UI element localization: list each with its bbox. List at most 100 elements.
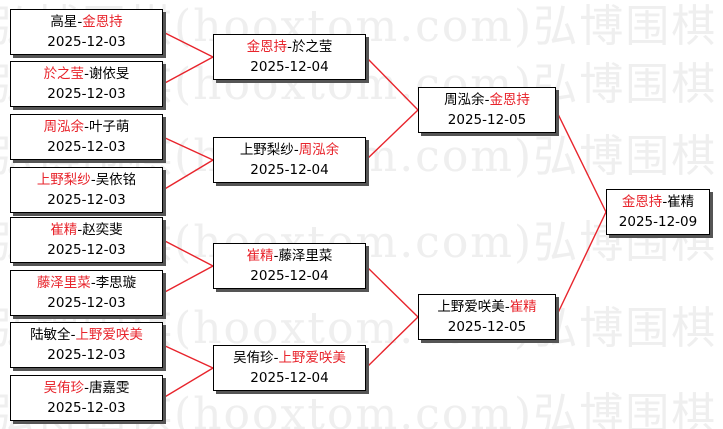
- player-name-winner: 上野爱咲美: [75, 327, 143, 343]
- match-box-round2-3: 崔精-藤泽里菜 2025-12-04: [213, 243, 366, 289]
- match-players: 金恩持-於之莹: [214, 37, 365, 57]
- player-name: 於之莹: [291, 39, 333, 55]
- match-date: 2025-12-03: [47, 192, 126, 208]
- player-name-winner: 周泓余: [298, 142, 340, 158]
- match-players: 金恩持-崔精: [607, 192, 709, 212]
- separator: -: [484, 92, 490, 108]
- match-players: 吴侑珍-上野爱咲美: [214, 348, 365, 368]
- match-date: 2025-12-03: [47, 347, 126, 363]
- player-name-winner: 上野爱咲美: [278, 350, 346, 366]
- player-name-winner: 上野梨纱: [36, 172, 91, 188]
- player-name-winner: 金恩持: [621, 194, 663, 210]
- match-box-round2-2: 上野梨纱-周泓余 2025-12-04: [213, 137, 366, 183]
- match-date: 2025-12-03: [47, 400, 126, 416]
- separator: -: [293, 142, 299, 158]
- player-name: 藤泽里菜: [278, 248, 333, 264]
- bracket-line: [162, 344, 214, 369]
- player-name-winner: 崔精: [50, 222, 78, 238]
- bracket-line: [365, 109, 419, 161]
- bracket-line: [162, 136, 214, 161]
- bracket-line: [162, 239, 214, 267]
- match-box-semifinal-2: 上野爱咲美-崔精 2025-12-05: [418, 294, 556, 340]
- match-date: 2025-12-03: [47, 34, 126, 50]
- match-box-round2-1: 金恩持-於之莹 2025-12-04: [213, 34, 366, 80]
- bracket-line: [365, 56, 419, 111]
- separator: -: [70, 327, 76, 343]
- match-box-final: 金恩持-崔精 2025-12-09: [606, 189, 710, 235]
- match-players: 藤泽里菜-李思璇: [11, 273, 162, 293]
- player-name-winner: 於之莹: [43, 66, 85, 82]
- separator: -: [662, 194, 668, 210]
- match-date: 2025-12-03: [47, 242, 126, 258]
- separator: -: [84, 380, 89, 396]
- player-name: 陆敏全: [30, 327, 71, 343]
- match-date: 2025-12-04: [250, 370, 329, 386]
- separator: -: [84, 66, 89, 82]
- bracket-line: [162, 265, 214, 294]
- match-date: 2025-12-09: [618, 214, 698, 230]
- player-name: 李思璇: [95, 275, 137, 291]
- separator: -: [273, 350, 279, 366]
- match-players: 崔精-藤泽里菜: [214, 246, 365, 266]
- separator: -: [77, 14, 83, 30]
- match-box-semifinal-1: 周泓余-金恩持 2025-12-05: [418, 87, 556, 133]
- separator: -: [504, 299, 510, 315]
- bracket-line: [365, 265, 419, 318]
- player-name: 吴侑珍: [233, 350, 274, 366]
- player-name: 崔精: [667, 194, 695, 210]
- match-players: 陆敏全-上野爱咲美: [11, 325, 162, 345]
- player-name: 唐嘉雯: [88, 380, 130, 396]
- match-date: 2025-12-05: [447, 112, 527, 128]
- bracket-line: [555, 211, 607, 318]
- match-box-round1-4: 上野梨纱-吴依铭 2025-12-03: [10, 167, 163, 213]
- match-date: 2025-12-03: [47, 86, 126, 102]
- bracket-line: [162, 56, 214, 85]
- player-name: 上野梨纱: [239, 142, 294, 158]
- player-name: 叶子萌: [88, 119, 130, 135]
- match-players: 高星-金恩持: [11, 12, 162, 32]
- separator: -: [287, 39, 292, 55]
- player-name-winner: 金恩持: [246, 39, 288, 55]
- match-box-round2-4: 吴侑珍-上野爱咲美 2025-12-04: [213, 345, 366, 391]
- player-name: 赵奕斐: [82, 222, 123, 238]
- separator: -: [90, 275, 96, 291]
- bracket-line: [162, 159, 214, 191]
- match-box-round1-3: 周泓余-叶子萌 2025-12-03: [10, 114, 163, 160]
- bracket-line: [162, 31, 214, 58]
- player-name: 高星: [50, 14, 78, 30]
- match-date: 2025-12-04: [250, 59, 329, 75]
- separator: -: [77, 222, 83, 238]
- match-players: 周泓余-金恩持: [419, 90, 555, 110]
- separator: -: [90, 172, 96, 188]
- match-players: 崔精-赵奕斐: [11, 220, 162, 240]
- player-name-winner: 崔精: [246, 248, 274, 264]
- separator: -: [273, 248, 279, 264]
- match-box-round1-5: 崔精-赵奕斐 2025-12-03: [10, 217, 163, 263]
- player-name: 吴依铭: [95, 172, 137, 188]
- match-players: 上野梨纱-吴依铭: [11, 170, 162, 190]
- match-players: 吴侑珍-唐嘉雯: [11, 378, 162, 398]
- match-box-round1-1: 高星-金恩持 2025-12-03: [10, 9, 163, 55]
- match-box-round1-2: 於之莹-谢依旻 2025-12-03: [10, 61, 163, 107]
- separator: -: [84, 119, 89, 135]
- match-date: 2025-12-03: [47, 139, 126, 155]
- match-date: 2025-12-05: [447, 319, 527, 335]
- match-date: 2025-12-03: [47, 295, 126, 311]
- match-box-round1-6: 藤泽里菜-李思璇 2025-12-03: [10, 270, 163, 316]
- match-players: 於之莹-谢依旻: [11, 64, 162, 84]
- match-date: 2025-12-04: [250, 162, 329, 178]
- bracket-line: [162, 367, 214, 399]
- match-players: 上野梨纱-周泓余: [214, 140, 365, 160]
- player-name-winner: 吴侑珍: [43, 380, 85, 396]
- match-box-round1-7: 陆敏全-上野爱咲美 2025-12-03: [10, 322, 163, 368]
- match-players: 上野爱咲美-崔精: [419, 297, 555, 317]
- player-name-winner: 周泓余: [43, 119, 85, 135]
- bracket-line: [365, 316, 419, 369]
- match-box-round1-8: 吴侑珍-唐嘉雯 2025-12-03: [10, 375, 163, 421]
- player-name: 周泓余: [444, 92, 485, 108]
- bracket-line: [555, 109, 607, 213]
- player-name-winner: 金恩持: [82, 14, 123, 30]
- match-date: 2025-12-04: [250, 268, 329, 284]
- match-players: 周泓余-叶子萌: [11, 117, 162, 137]
